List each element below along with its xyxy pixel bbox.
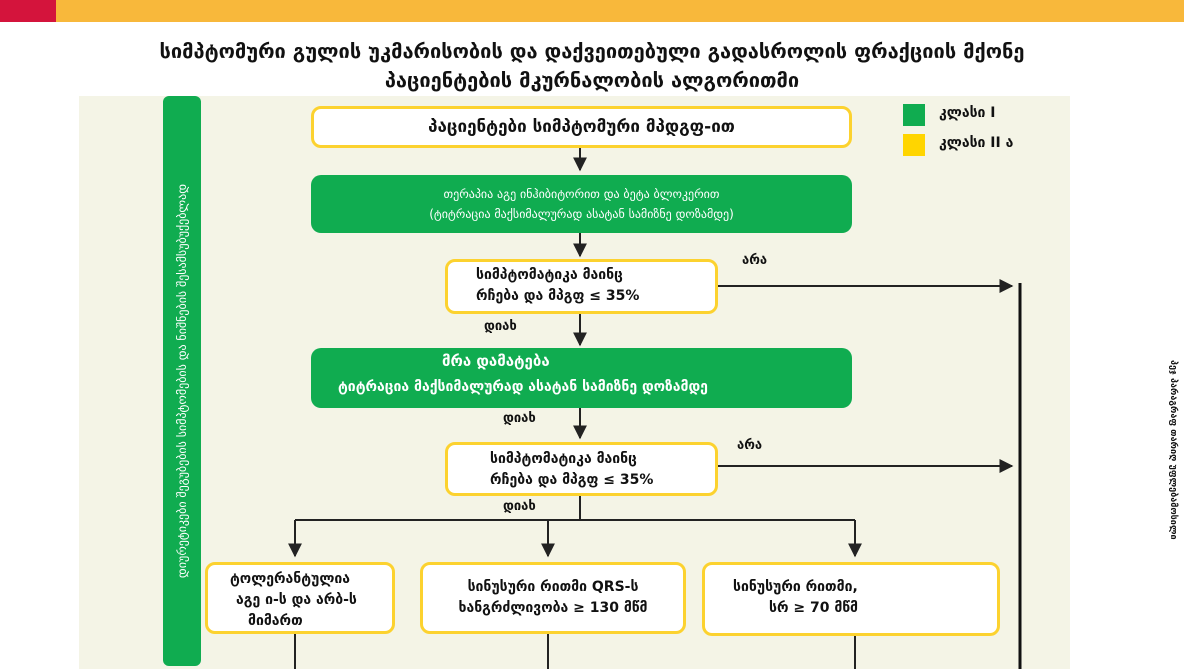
bottom-left-node-line-3: მიმართ [248, 613, 303, 629]
page-title-line-2: პაციენტების მკურნალობის ალგორითმი [384, 68, 800, 92]
bottom-right-node-line-2: სრ ≥ 70 მწმ [769, 600, 858, 616]
legend-swatch-class-1 [903, 104, 925, 126]
yes-label-2: დიახ [503, 411, 536, 426]
top-accent-bar-gold [56, 0, 1184, 22]
check2-node: სიმპტომატიკა მაინც რჩება და მპგფ ≤ 35% [445, 442, 718, 496]
mra-node-line-2: ტიტრაცია მაქსიმალურად ასატან სამიზნე დოზ… [338, 379, 708, 395]
top-accent-bar-red [0, 0, 56, 22]
bottom-left-node-line-2: აგე ი-ს და არბ-ს [236, 592, 357, 608]
bottom-right-node-line-1: სინუსური რითმი, [733, 579, 858, 595]
bottom-left-node: ტოლერანტულია აგე ი-ს და არბ-ს მიმართ [205, 562, 395, 634]
yes-label-1: დიახ [484, 319, 517, 334]
right-edge-text-content: პეჯ პარაგრაფ თარიღ უფლებამოსილი [1168, 360, 1178, 540]
yes-label-3: დიახ [503, 499, 536, 514]
check1-node: სიმპტომატიკა მაინც რჩება და მპგფ ≤ 35% [445, 259, 718, 314]
check2-node-line-1: სიმპტომატიკა მაინც [490, 451, 637, 467]
no-label-2: არა [737, 438, 763, 453]
check1-node-line-1: სიმპტომატიკა მაინც [476, 267, 623, 283]
check2-node-line-2: რჩება და მპგფ ≤ 35% [490, 472, 654, 488]
diuretics-sidebar: დიურეტიკები შეგუბების სიმპტომების და ნიშ… [163, 96, 201, 666]
legend-label-class-2a: კლასი II ა [939, 135, 1014, 151]
legend-label-class-1: კლასი I [939, 105, 996, 121]
legend: კლასი I კლასი II ა [903, 104, 1053, 164]
check1-node-line-2: რჩება და მპგფ ≤ 35% [476, 288, 640, 304]
bottom-mid-node-line-2: ხანგრძლივობა ≥ 130 მწმ [458, 600, 648, 616]
mra-node-line-1: მრა დამატება [442, 352, 550, 370]
page-title-line-1: სიმპტომური გულის უკმარისობის და დაქვეითე… [159, 39, 1025, 63]
legend-swatch-class-2a [903, 134, 925, 156]
therapy-node: თერაპია აგე ინჰიბიტორით და ბეტა ბლოკერით… [311, 175, 852, 233]
bottom-mid-node: სინუსური რითმი QRS-ს ხანგრძლივობა ≥ 130 … [420, 562, 686, 634]
bottom-left-node-line-1: ტოლერანტულია [230, 571, 351, 587]
therapy-node-line-1: თერაპია აგე ინჰიბიტორით და ბეტა ბლოკერით [443, 187, 720, 201]
no-label-1: არა [742, 253, 768, 268]
start-node-text: პაციენტები სიმპტომური მპდგფ-ით [428, 116, 735, 137]
therapy-node-line-2: (ტიტრაცია მაქსიმალურად ასატან სამიზნე დო… [429, 207, 734, 221]
start-node: პაციენტები სიმპტომური მპდგფ-ით [311, 106, 852, 148]
bottom-mid-node-line-1: სინუსური რითმი QRS-ს [467, 579, 639, 595]
mra-node: მრა დამატება ტიტრაცია მაქსიმალურად ასატა… [311, 348, 852, 408]
bottom-right-node: სინუსური რითმი, სრ ≥ 70 მწმ [702, 562, 1000, 636]
